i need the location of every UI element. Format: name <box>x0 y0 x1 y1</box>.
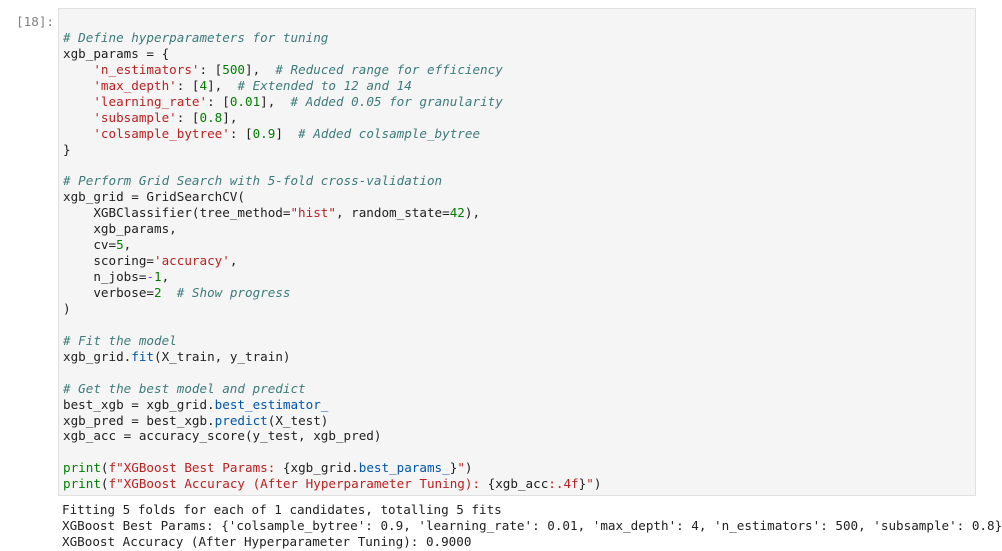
code-token: , random_state= <box>335 205 450 221</box>
code-token: ( <box>100 460 109 476</box>
code-token: n_jobs= <box>63 269 147 285</box>
code-token: (X_test) <box>267 412 329 428</box>
code-token: xgb_pred = best_xgb. <box>63 412 215 428</box>
code-token: : [ <box>207 93 230 109</box>
code-token: xgb_acc = accuracy_score(y_test, xgb_pre… <box>63 428 382 444</box>
code-format-spec: :.4f <box>548 476 579 492</box>
code-token: : [ <box>199 61 223 77</box>
code-token: , <box>123 237 132 253</box>
code-token: } <box>578 476 587 492</box>
code-string: 'colsample_bytree' <box>93 125 230 141</box>
code-comment: # Define hyperparameters for tuning <box>63 30 329 45</box>
code-attribute: predict <box>214 412 268 428</box>
code-token: xgb_grid = GridSearchCV( <box>63 189 245 205</box>
code-token: , <box>229 253 238 269</box>
code-token <box>162 285 177 300</box>
code-token: ) <box>63 300 71 316</box>
code-attribute: best_params_ <box>358 460 450 476</box>
code-token: (X_train, y_train) <box>154 348 291 364</box>
code-builtin: print <box>63 476 101 492</box>
code-comment: # Added colsample_bytree <box>298 125 481 141</box>
code-token: cv= <box>63 237 117 253</box>
code-token: best_xgb = xgb_grid. <box>63 396 215 412</box>
code-string: "hist" <box>290 205 336 221</box>
code-builtin: print <box>63 460 101 476</box>
code-string: 'n_estimators' <box>93 61 200 77</box>
code-token: ], <box>260 93 291 109</box>
code-number: 0.8 <box>199 109 223 125</box>
code-token: xgb_grid. <box>63 348 132 364</box>
output-line-fitting: Fitting 5 folds for each of 1 candidates… <box>62 502 502 517</box>
code-number: 2 <box>154 285 162 300</box>
code-token: ], <box>222 109 238 125</box>
code-indent <box>63 110 93 125</box>
code-string: 'learning_rate' <box>93 93 208 109</box>
code-indent <box>63 62 93 77</box>
code-token: ] <box>275 125 299 141</box>
code-comment: # Fit the model <box>63 332 177 348</box>
code-number: 42 <box>449 205 465 221</box>
code-token: , <box>161 269 170 285</box>
code-string: 'accuracy' <box>154 253 230 269</box>
code-token: ( <box>100 476 109 492</box>
code-token: : [ <box>176 77 200 93</box>
code-token: ], <box>245 61 276 77</box>
code-token: XGBClassifier(tree_method= <box>63 205 291 221</box>
code-string: f"XGBoost Accuracy (After Hyperparameter… <box>108 476 488 492</box>
code-token: : [ <box>229 125 253 141</box>
output-line-accuracy: XGBoost Accuracy (After Hyperparameter T… <box>62 534 472 549</box>
code-attribute: best_estimator_ <box>214 396 329 412</box>
code-comment: # Added 0.05 for granularity <box>290 93 503 109</box>
code-number: 0.01 <box>229 93 261 109</box>
code-token: {xgb_acc <box>487 476 549 492</box>
code-number: 4 <box>199 77 208 93</box>
code-string: " <box>586 476 594 492</box>
output-line-best-params: XGBoost Best Params: {'colsample_bytree'… <box>62 518 1002 533</box>
code-token: ) <box>464 460 473 476</box>
code-number: 500 <box>222 61 245 77</box>
code-token: ) <box>593 476 602 492</box>
code-string: 'max_depth' <box>93 77 177 93</box>
code-token: } <box>449 460 458 476</box>
code-comment: # Reduced range for efficiency <box>275 61 503 77</box>
code-token: scoring= <box>63 253 154 269</box>
code-token: xgb_params = { <box>63 45 170 61</box>
code-comment: # Extended to 12 and 14 <box>237 77 412 93</box>
code-attribute: fit <box>131 348 154 364</box>
code-number: 5 <box>116 237 124 253</box>
code-token: {xgb_grid. <box>282 460 359 476</box>
code-operator: - <box>146 269 154 285</box>
code-token: ), <box>464 205 481 221</box>
code-indent <box>63 78 93 93</box>
code-string: " <box>457 460 465 476</box>
code-number: 0.9 <box>252 125 276 141</box>
code-comment: # Perform Grid Search with 5-fold cross-… <box>63 173 443 189</box>
code-indent <box>63 126 93 141</box>
code-comment: # Show progress <box>176 285 291 300</box>
code-indent <box>63 94 93 109</box>
code-string: f"XGBoost Best Params: <box>108 460 283 476</box>
code-number: 1 <box>154 269 162 285</box>
code-token: ], <box>207 77 238 93</box>
code-token: : [ <box>176 109 200 125</box>
code-token: verbose= <box>63 285 154 300</box>
code-token: xgb_params, <box>63 221 177 237</box>
cell-output: Fitting 5 folds for each of 1 candidates… <box>62 502 1002 550</box>
notebook-code-cell: [18]: # Define hyperparameters for tunin… <box>16 8 1002 550</box>
code-comment: # Get the best model and predict <box>63 380 306 396</box>
code-string: 'subsample' <box>93 109 177 125</box>
execution-count-prompt: [18]: <box>16 14 54 29</box>
code-token: } <box>63 141 71 157</box>
